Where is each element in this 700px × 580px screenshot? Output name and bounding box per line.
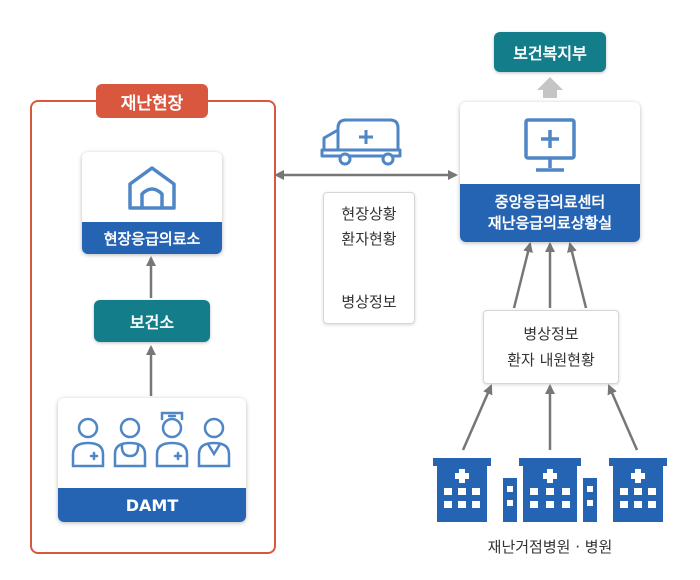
hospital-info-beds: 병상정보 [523, 325, 579, 343]
status-info-site: 현장상황 [341, 205, 397, 223]
central-center-card: 중앙응급의료센터 재난응급의료상황실 [460, 102, 640, 242]
disaster-site-label: 재난현장 [96, 84, 208, 118]
arrow-info-to-center-3 [567, 242, 588, 309]
status-info-box: 현장상황 환자현황 병상정보 [323, 192, 415, 324]
field-clinic-card: 현장응급의료소 [82, 152, 222, 254]
ministry-pill: 보건복지부 [494, 32, 606, 72]
medical-team-icon [71, 411, 231, 468]
central-center-line1: 중앙응급의료센터 [494, 193, 606, 211]
health-center-pill: 보건소 [94, 300, 210, 342]
tent-icon [128, 166, 176, 210]
arrow-center-to-ministry [537, 77, 563, 98]
hospital-info-visits: 환자 내원현황 [507, 351, 595, 369]
central-center-line2: 재난응급의료상황실 [487, 214, 613, 232]
hospital-info-box: 병상정보 환자 내원현황 [483, 310, 619, 384]
hospitals-label: 재난거점병원 · 병원 [487, 538, 613, 556]
damt-label: DAMT [58, 488, 246, 522]
status-info-patients: 환자현황 [341, 230, 397, 248]
central-center-label: 중앙응급의료센터 재난응급의료상황실 [460, 184, 640, 242]
arrow-hospital-left [461, 384, 493, 451]
field-clinic-label: 현장응급의료소 [82, 222, 222, 254]
arrow-info-to-center-1 [512, 242, 533, 309]
damt-card: DAMT [58, 398, 246, 522]
monitor-medical-icon [524, 118, 576, 172]
arrow-hospital-right [607, 384, 639, 451]
status-info-beds: 병상정보 [341, 293, 397, 311]
